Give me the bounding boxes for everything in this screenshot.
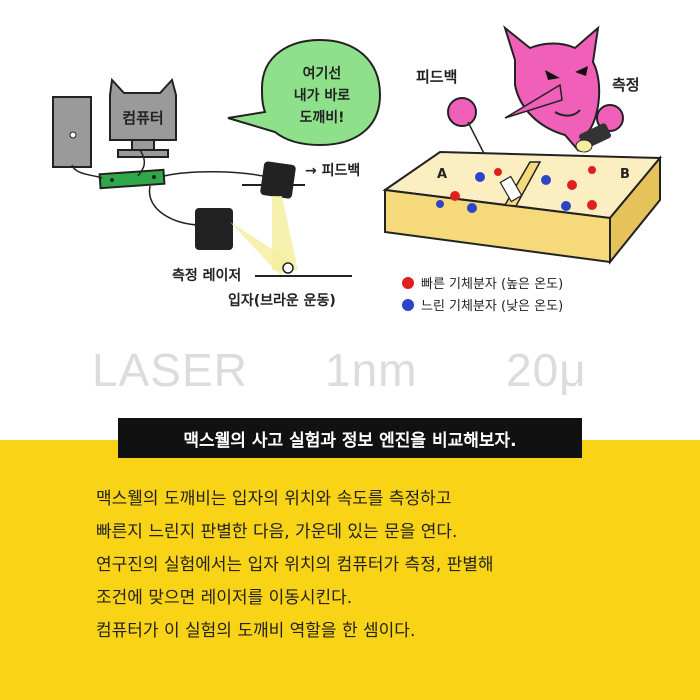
speech-bubble: 여기선 내가 바로 도깨비! — [227, 38, 382, 147]
illustration: 컴퓨터 여기선 내가 바로 도깨비! → 피드백 측정 레이저 입자(브라운 운… — [52, 25, 663, 314]
feedback-arrow-label: → 피드백 — [305, 163, 360, 179]
watermark-laser: LASER — [92, 344, 248, 396]
particle-label: 입자(브라운 운동) — [228, 293, 336, 309]
legend-slow-label: 느린 기체분자 (낮은 온도) — [421, 299, 563, 314]
gas-box: A B — [382, 150, 663, 265]
particle — [282, 262, 294, 274]
measurement-laser: 측정 레이저 — [172, 208, 292, 284]
laser-label: 측정 레이저 — [172, 267, 241, 284]
circuit-board — [98, 168, 166, 190]
computer-tower — [52, 96, 92, 168]
watermark-micro: 20μ — [506, 344, 587, 396]
body-line: 연구진의 실험에서는 입자 위치의 컴퓨터가 측정, 판별해 — [96, 555, 494, 575]
legend: 빠른 기체분자 (높은 온도) 느린 기체분자 (낮은 온도) — [402, 277, 563, 314]
title-text: 맥스웰의 사고 실험과 정보 엔진을 비교해보자. — [183, 430, 517, 451]
computer-label: 컴퓨터 — [122, 109, 163, 127]
body-line: 컴퓨터가 이 실험의 도깨비 역할을 한 셈이다. — [96, 621, 416, 641]
speech-line-1: 여기선 — [303, 65, 342, 82]
body-line: 빠른지 느린지 판별한 다음, 가운데 있는 문을 연다. — [96, 522, 458, 542]
feedback-laser: → 피드백 — [242, 161, 360, 270]
body-line: 맥스웰의 도깨비는 입자의 위치와 속도를 측정하고 — [96, 489, 452, 509]
speech-line-3: 도깨비! — [299, 110, 344, 126]
title-bar: 맥스웰의 사고 실험과 정보 엔진을 비교해보자. — [118, 418, 582, 458]
speech-line-2: 내가 바로 — [294, 88, 351, 104]
text-panel — [0, 440, 700, 700]
legend-slow-dot — [402, 299, 414, 311]
watermark-size: 1nm — [325, 344, 418, 396]
body-text: 맥스웰의 도깨비는 입자의 위치와 속도를 측정하고 빠른지 느린지 판별한 다… — [96, 483, 636, 648]
computer-monitor: 컴퓨터 — [109, 77, 177, 158]
feedback-label: 피드백 — [416, 68, 457, 86]
legend-fast-label: 빠른 기체분자 (높은 온도) — [421, 277, 563, 292]
measure-label: 측정 — [612, 76, 640, 94]
legend-fast-dot — [402, 277, 414, 289]
chamber-b-label: B — [620, 167, 630, 182]
body-line: 조건에 맞으면 레이저를 이동시킨다. — [96, 588, 353, 608]
chamber-a-label: A — [437, 167, 447, 182]
